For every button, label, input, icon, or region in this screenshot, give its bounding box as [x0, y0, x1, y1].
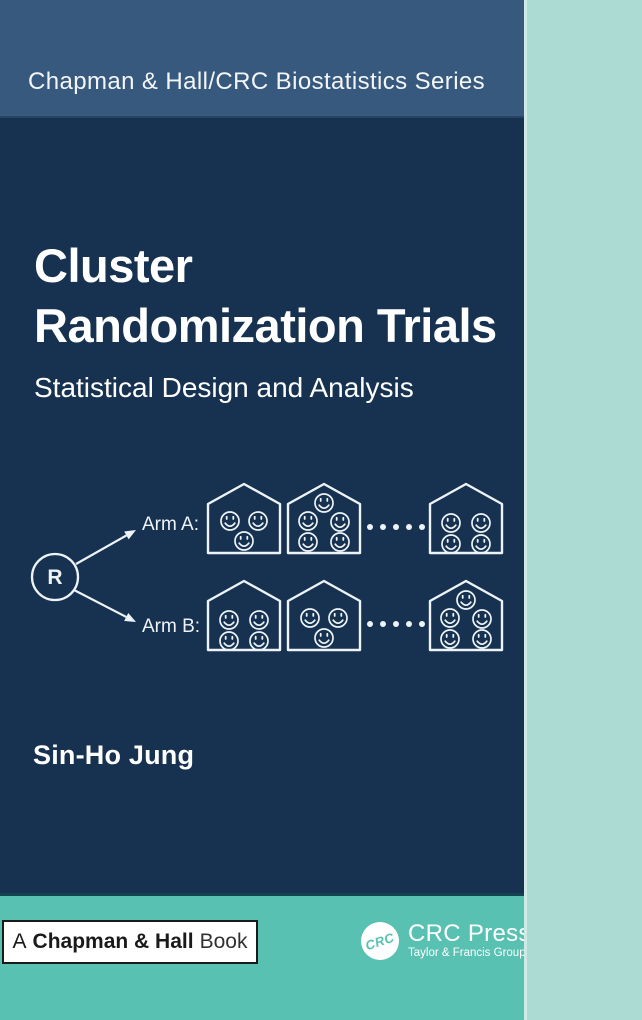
randomization-arrow: [73, 589, 136, 622]
randomization-diagram: R Arm A: Arm B:: [30, 482, 504, 652]
badge-name: Chapman & Hall: [32, 930, 194, 953]
publisher-text: CRC Press Taylor & Francis Group: [408, 920, 531, 960]
crc-monogram-text: CRC: [363, 929, 397, 953]
cover-side-strip: [524, 0, 642, 1020]
book-cover: Chapman & Hall/CRC Biostatistics Series …: [0, 0, 530, 1020]
smiley-face-icon: [234, 531, 254, 551]
arm-label: Arm A:: [142, 514, 199, 535]
cluster-house: [428, 482, 504, 555]
badge-suffix: Book: [199, 930, 248, 953]
cluster-house: [286, 579, 362, 652]
smiley-face-icon: [314, 628, 334, 648]
smiley-face-icon: [249, 610, 269, 630]
smiley-face-icon: [328, 608, 348, 628]
arm-label: Arm B:: [142, 616, 200, 637]
smiley-face-icon: [249, 631, 269, 651]
crc-press-logo: CRC CRC Press Taylor & Francis Group: [361, 920, 531, 960]
randomizer-node: R: [30, 552, 80, 602]
smiley-face-icon: [471, 534, 491, 554]
footer-band: A Chapman & Hall Book CRC CRC Press Tayl…: [0, 893, 530, 1020]
ellipsis-dots: [367, 524, 425, 530]
title-block: Cluster Randomization Trials Statistical…: [34, 236, 514, 404]
crc-monogram-icon: CRC: [361, 922, 399, 960]
badge-prefix: A: [12, 930, 27, 953]
chapman-hall-badge: A Chapman & Hall Book: [2, 920, 258, 964]
smiley-face-icon: [219, 631, 239, 651]
smiley-face-icon: [298, 532, 318, 552]
book-title-line2: Randomization Trials: [34, 299, 497, 352]
series-title: Chapman & Hall/CRC Biostatistics Series: [28, 68, 486, 95]
smiley-face-icon: [471, 513, 491, 533]
smiley-face-icon: [472, 629, 492, 649]
smiley-face-icon: [220, 511, 240, 531]
smiley-face-icon: [248, 511, 268, 531]
randomization-arrow: [75, 530, 136, 565]
trial-arm: Arm A:: [142, 482, 504, 555]
randomizer-label: R: [47, 566, 62, 589]
smiley-face-icon: [300, 608, 320, 628]
smiley-face-icon: [219, 610, 239, 630]
cluster-house: [286, 482, 362, 555]
smiley-face-icon: [441, 534, 461, 554]
series-band: Chapman & Hall/CRC Biostatistics Series: [0, 0, 524, 118]
smiley-face-icon: [441, 513, 461, 533]
ellipsis-dots: [367, 621, 425, 627]
publisher-group: Taylor & Francis Group: [408, 947, 526, 959]
smiley-face-icon: [440, 608, 460, 628]
book-title-line1: Cluster: [34, 239, 193, 292]
cluster-house: [206, 579, 282, 652]
book-subtitle: Statistical Design and Analysis: [34, 372, 414, 403]
smiley-face-icon: [472, 609, 492, 629]
cluster-house: [206, 482, 282, 555]
smiley-face-icon: [456, 590, 476, 610]
cluster-house: [428, 579, 504, 652]
smiley-face-icon: [298, 511, 318, 531]
smiley-face-icon: [440, 629, 460, 649]
smiley-face-icon: [330, 532, 350, 552]
trial-arm: Arm B:: [142, 579, 504, 652]
smiley-face-icon: [330, 512, 350, 532]
author-name: Sin-Ho Jung: [33, 740, 195, 770]
publisher-name: CRC Press: [408, 920, 531, 947]
smiley-face-icon: [314, 493, 334, 513]
